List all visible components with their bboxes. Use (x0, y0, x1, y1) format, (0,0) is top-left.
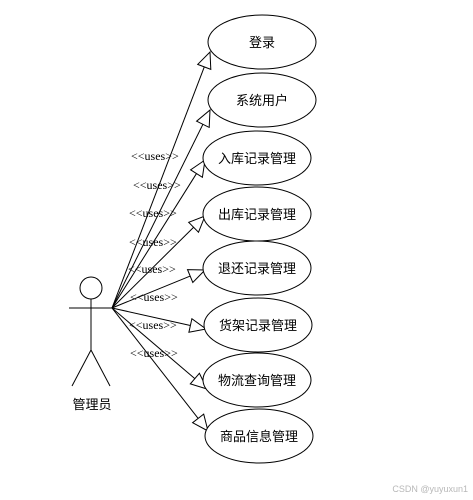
association-line (111, 173, 197, 309)
actor-head (79, 276, 103, 300)
uses-labels: <<uses>> <<uses>> <<uses>> <<uses>> <<us… (128, 149, 181, 360)
use-case-shelf-records[interactable]: 货架记录管理 (203, 297, 313, 353)
use-case-label: 系统用户 (236, 93, 288, 109)
uses-label: <<uses>> (129, 318, 177, 332)
actor-left-leg (71, 349, 92, 387)
association-line (111, 307, 196, 379)
watermark: CSDN @yuyuxun1 (392, 484, 468, 494)
arrowhead-icon (187, 215, 206, 234)
uses-label: <<uses>> (128, 262, 176, 276)
use-case-system-user[interactable]: 系统用户 (207, 72, 317, 128)
arrowhead-icon (189, 158, 206, 179)
association-line (111, 124, 204, 309)
use-case-ellipse (207, 72, 317, 128)
uses-label: <<uses>> (131, 149, 179, 163)
arrowhead-icon (196, 50, 212, 71)
use-case-ellipse (204, 408, 314, 464)
association-line (111, 307, 191, 326)
arrowhead-icon (191, 413, 209, 432)
use-case-product-info[interactable]: 商品信息管理 (204, 408, 314, 464)
association-line (111, 66, 205, 309)
association-line (111, 307, 199, 419)
use-case-label: 商品信息管理 (220, 429, 298, 445)
uses-label: <<uses>> (129, 235, 177, 249)
use-cases: 登录 系统用户 入库记录管理 出库记录管理 退还记录管理 货架记录管理 物流查询… (202, 14, 317, 464)
association-lines (111, 50, 212, 432)
use-case-label: 登录 (249, 36, 275, 51)
use-case-label: 货架记录管理 (219, 318, 297, 334)
use-case-ellipse (202, 352, 312, 408)
uses-label: <<uses>> (129, 206, 177, 220)
use-case-inbound-records[interactable]: 入库记录管理 (202, 130, 312, 186)
use-case-label: 出库记录管理 (218, 207, 296, 223)
association-line (111, 275, 191, 309)
use-case-ellipse (202, 130, 312, 186)
uses-label: <<uses>> (130, 346, 178, 360)
use-case-ellipse (203, 297, 313, 353)
use-case-ellipse (207, 14, 317, 70)
association-line (111, 226, 194, 309)
use-case-logistics-query[interactable]: 物流查询管理 (202, 352, 312, 408)
use-case-ellipse (202, 240, 312, 296)
actor-right-leg (90, 349, 111, 387)
actor-administrator[interactable]: 管理员 (69, 276, 113, 413)
use-case-return-records[interactable]: 退还记录管理 (202, 240, 312, 296)
arrowhead-icon (195, 108, 211, 129)
use-case-label: 入库记录管理 (218, 151, 296, 167)
use-case-label: 退还记录管理 (218, 262, 296, 277)
arrowhead-icon (188, 317, 208, 333)
use-case-label: 物流查询管理 (218, 374, 296, 389)
uses-label: <<uses>> (133, 178, 181, 192)
use-case-login[interactable]: 登录 (207, 14, 317, 70)
arrowhead-icon (186, 269, 207, 284)
use-case-outbound-records[interactable]: 出库记录管理 (202, 186, 312, 242)
uses-label: <<uses>> (130, 290, 178, 304)
actor-label: 管理员 (72, 398, 111, 413)
